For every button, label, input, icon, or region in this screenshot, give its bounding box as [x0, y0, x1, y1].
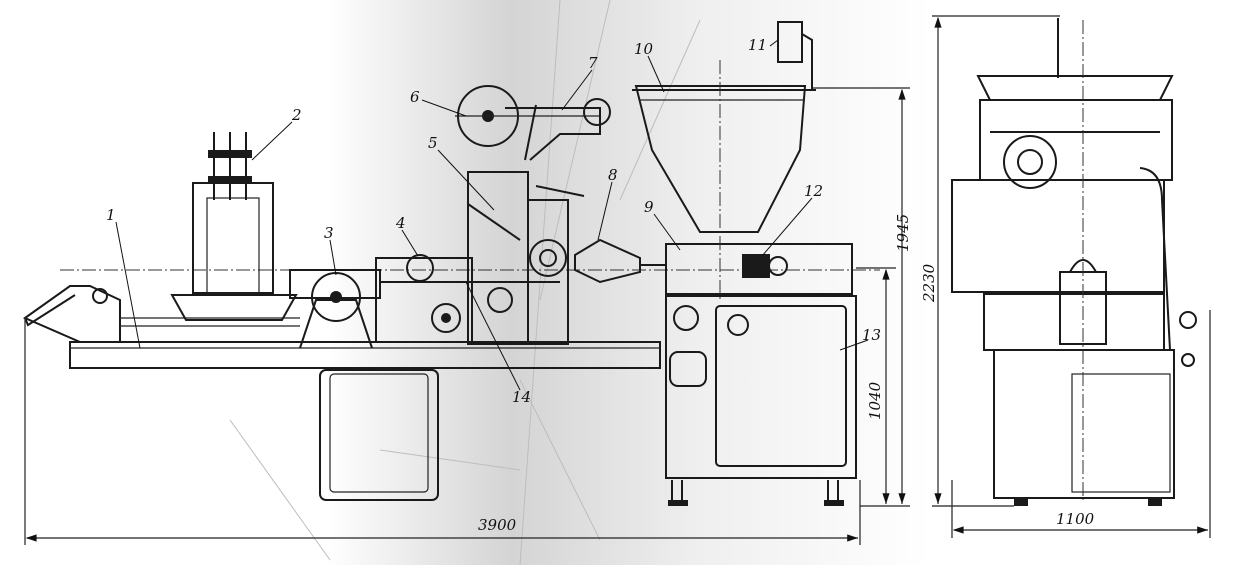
callout-12: 12	[804, 182, 823, 200]
side-view	[951, 18, 1197, 506]
callout-2: 2	[291, 106, 302, 124]
callout-13: 13	[862, 326, 881, 344]
callout-leaders	[115, 39, 869, 391]
pulley-and-lever	[455, 85, 611, 161]
control-box	[777, 21, 813, 90]
callout-9: 9	[644, 198, 654, 216]
callout-3: 3	[324, 224, 334, 242]
callout-4: 4	[395, 214, 406, 232]
dim-1100: 1100	[1056, 510, 1095, 528]
dimension-lines	[24, 15, 1211, 545]
callout-14: 14	[512, 388, 531, 406]
callout-labels: 1 2 3 4 5 6 7 8 9 10 11 12 13 14	[106, 36, 881, 406]
callout-6: 6	[410, 88, 420, 106]
dimension-labels: 3900 1945 1040 2230 1100	[478, 214, 1095, 534]
dim-3900: 3900	[478, 516, 517, 534]
table-stand	[319, 369, 439, 501]
callout-8: 8	[608, 166, 618, 184]
clip-reel-assembly	[170, 132, 298, 321]
callout-5: 5	[428, 134, 438, 152]
callout-10: 10	[634, 40, 654, 58]
filling-nozzle	[574, 238, 665, 284]
faint-background-lines	[229, 0, 701, 566]
dim-1945: 1945	[894, 214, 912, 252]
callout-7: 7	[588, 54, 598, 72]
callout-11: 11	[748, 36, 767, 54]
dim-1040: 1040	[866, 381, 884, 420]
clipper-mechanism	[375, 171, 585, 345]
callout-1: 1	[106, 206, 116, 224]
dim-2230: 2230	[920, 263, 938, 303]
front-view	[22, 21, 880, 506]
